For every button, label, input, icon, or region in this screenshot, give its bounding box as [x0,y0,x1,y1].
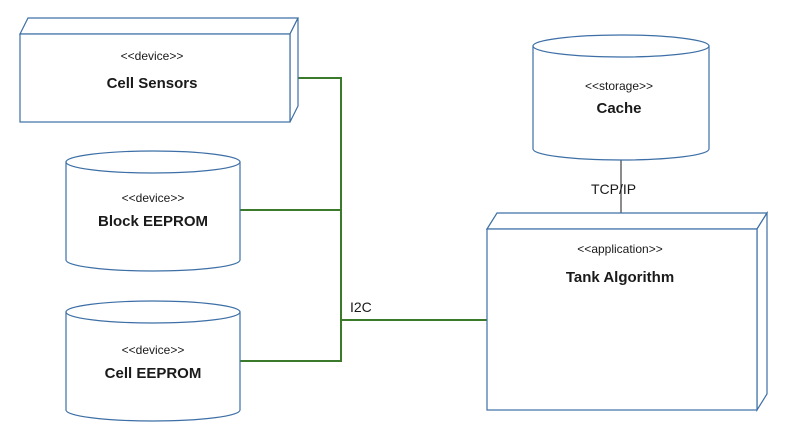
cache-stereotype: <<storage>> [585,79,653,93]
cell-eeprom-stereotype: <<device>> [122,343,185,357]
cell-sensors-name: Cell Sensors [107,75,198,92]
node-cell-eeprom[interactable]: <<device>> Cell EEPROM [65,300,241,422]
i2c-line-cell-sensors [290,77,342,320]
i2c-line-cell-eeprom [240,320,342,362]
node-tank-algorithm[interactable]: <<application>> Tank Algorithm [485,210,769,413]
tank-algorithm-stereotype: <<application>> [577,242,662,256]
cache-name: Cache [596,100,641,117]
node-block-eeprom[interactable]: <<device>> Block EEPROM [65,150,241,272]
cell-eeprom-name: Cell EEPROM [105,365,202,382]
tank-algorithm-name: Tank Algorithm [566,269,674,286]
tcpip-label: TCP/IP [591,181,636,197]
block-eeprom-name: Block EEPROM [98,213,208,230]
cell-sensors-stereotype: <<device>> [121,49,184,63]
node-cell-sensors[interactable]: <<device>> Cell Sensors [19,17,299,123]
block-eeprom-stereotype: <<device>> [122,191,185,205]
i2c-label: I2C [350,299,372,315]
i2c-bus [240,77,487,362]
node-cache[interactable]: <<storage>> Cache [532,34,710,161]
